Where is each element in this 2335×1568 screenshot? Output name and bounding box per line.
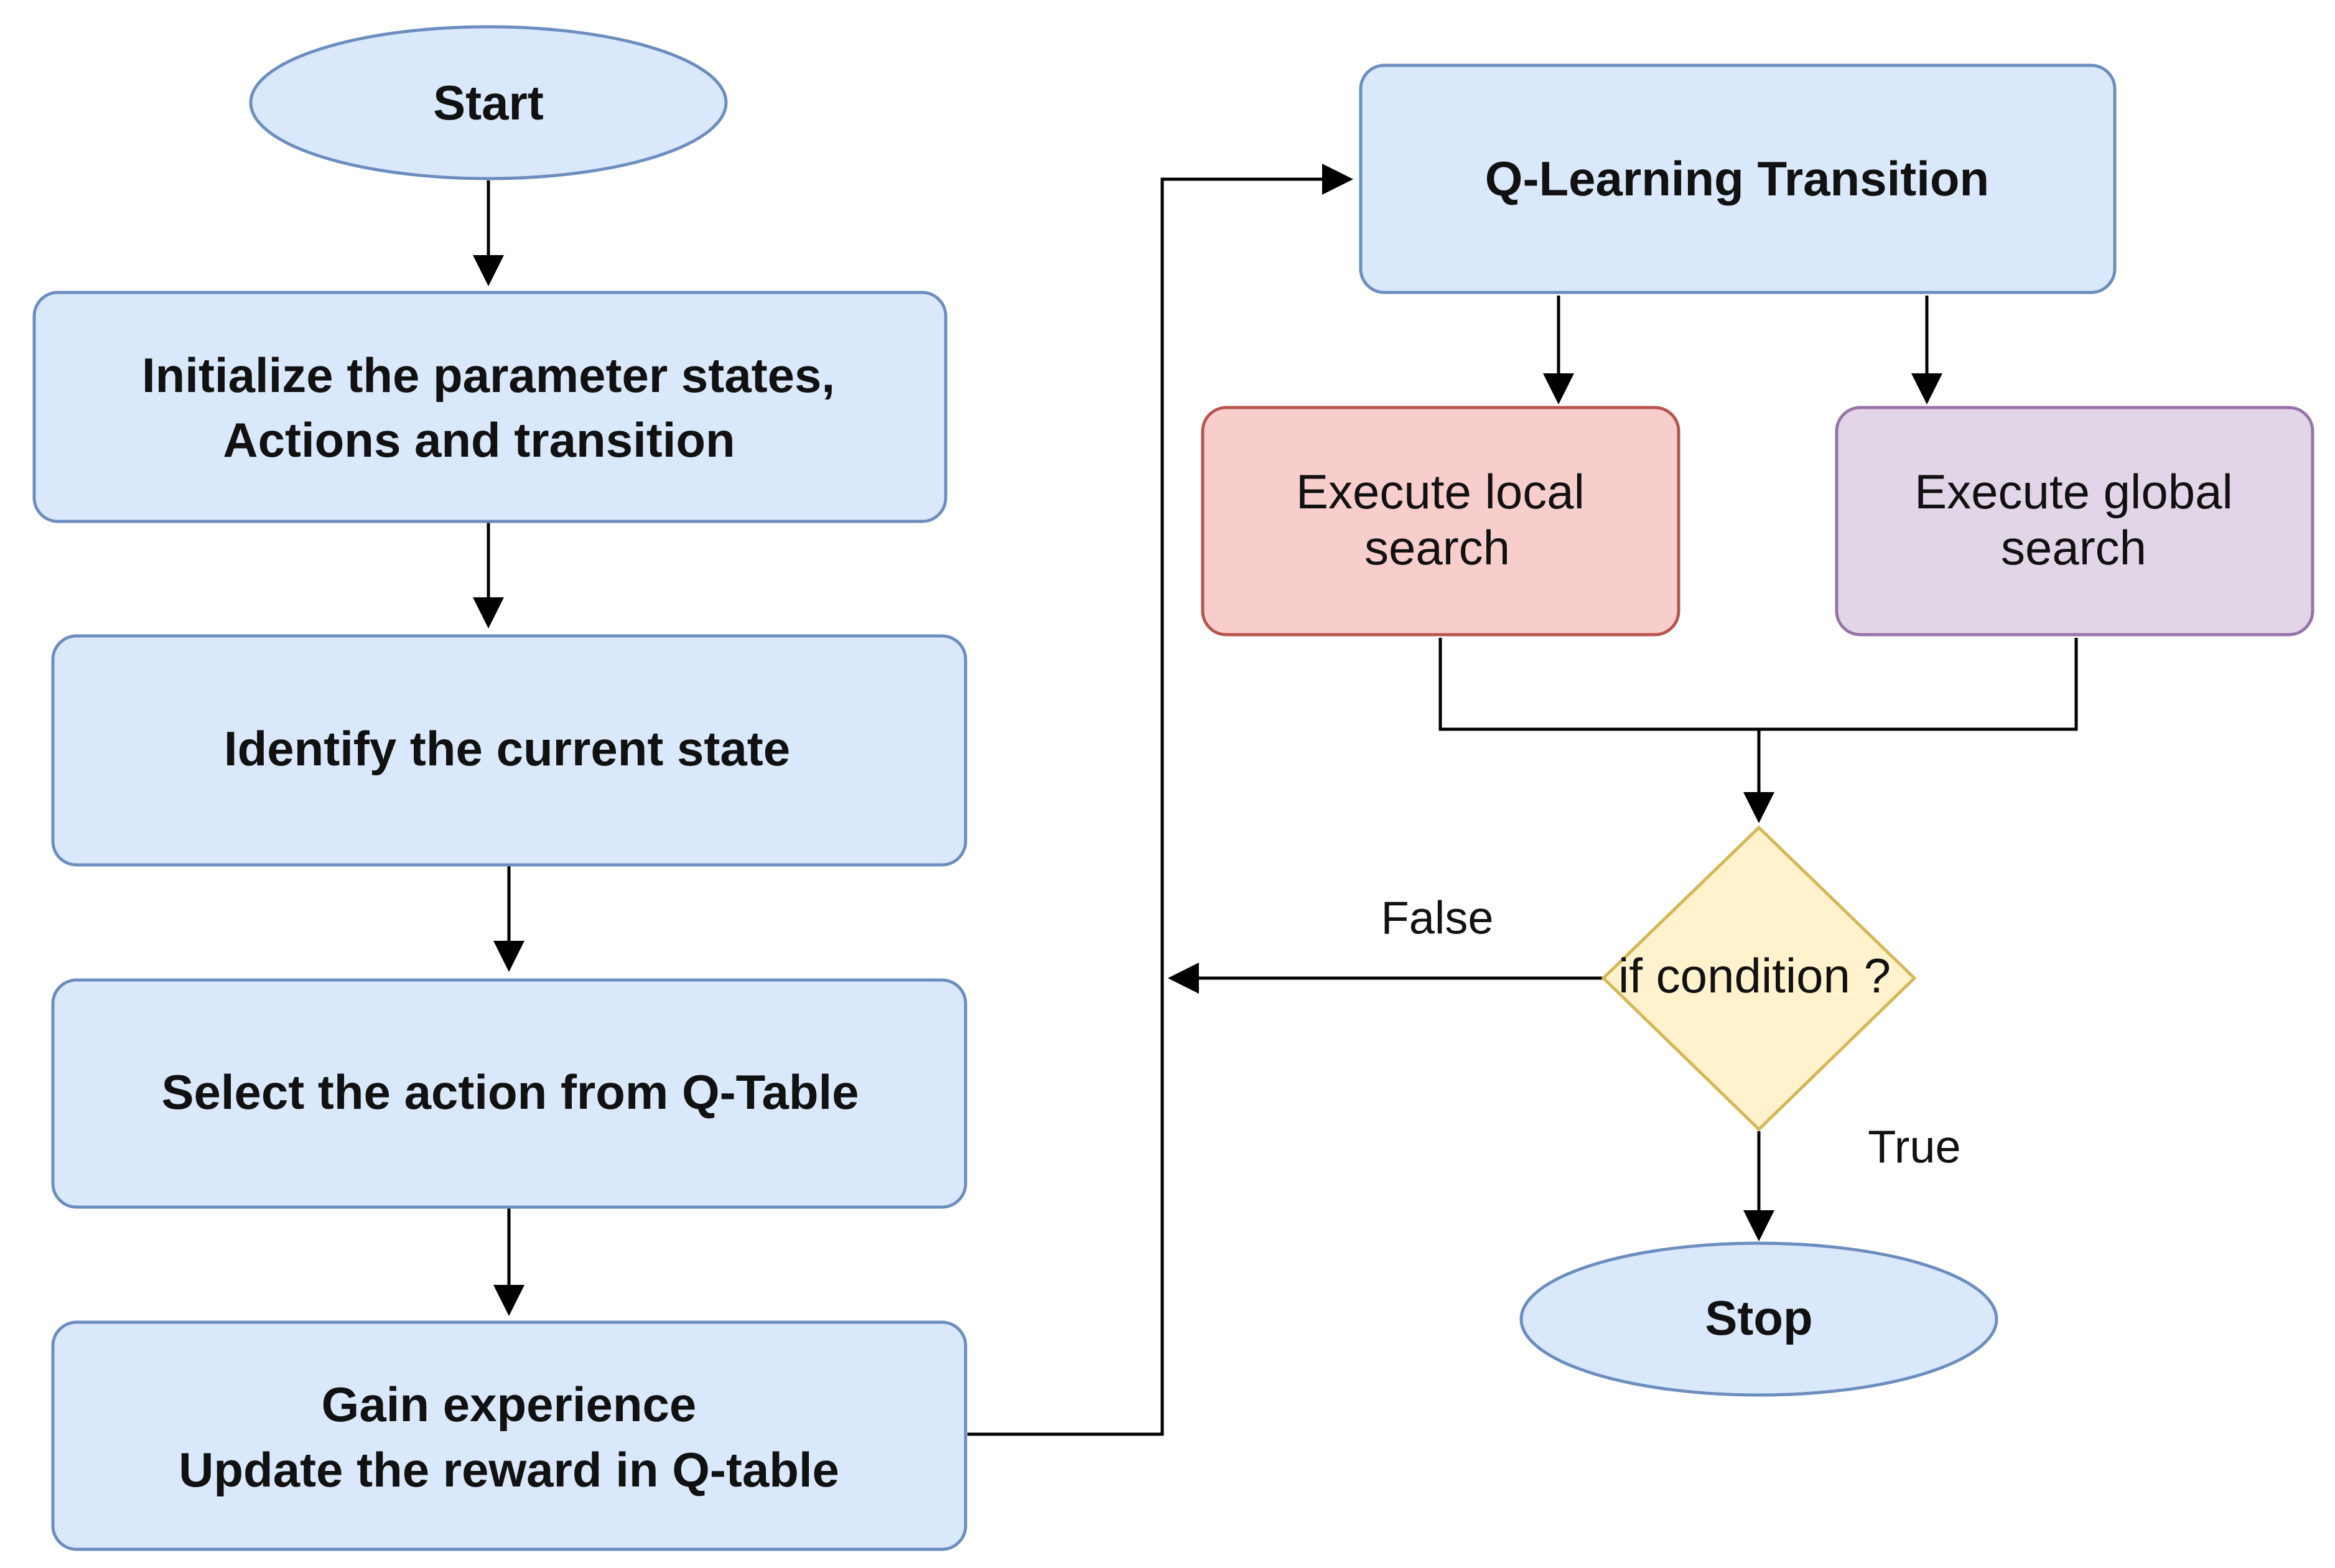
select-node: Select the action from Q-Table bbox=[51, 978, 967, 1209]
false-label: False bbox=[1381, 892, 1494, 944]
edges bbox=[473, 164, 2078, 1436]
identify-node: Identify the current state bbox=[51, 634, 967, 867]
init-label-line2: Actions and transition bbox=[223, 413, 735, 467]
stop-node: Stop bbox=[1519, 1241, 1998, 1397]
edge-local-to-merge bbox=[1438, 638, 1759, 731]
gain-node: Gain experience Update the reward in Q-t… bbox=[51, 1320, 967, 1551]
select-label: Select the action from Q-Table bbox=[161, 1065, 859, 1119]
stop-label: Stop bbox=[1705, 1290, 1812, 1345]
local-label-line2: search bbox=[1364, 520, 1510, 575]
global-label-line1: Execute global bbox=[1914, 464, 2233, 519]
start-node: Start bbox=[249, 25, 728, 180]
init-node: Initialize the parameter states, Actions… bbox=[32, 291, 948, 523]
init-label-line1: Initialize the parameter states, bbox=[142, 348, 835, 403]
qlearning-label: Q-Learning Transition bbox=[1485, 151, 1989, 206]
qlearning-node: Q-Learning Transition bbox=[1359, 63, 2117, 294]
start-label: Start bbox=[433, 75, 544, 130]
identify-label: Identify the current state bbox=[224, 721, 790, 776]
global-search-node: Execute global search bbox=[1835, 406, 2314, 637]
edge-global-to-merge bbox=[1759, 638, 2078, 731]
global-label-line2: search bbox=[2001, 520, 2146, 575]
true-label: True bbox=[1868, 1121, 1960, 1173]
local-label-line1: Execute local bbox=[1296, 464, 1585, 519]
local-search-node: Execute local search bbox=[1201, 406, 1680, 637]
gain-label-line2: Update the reward in Q-table bbox=[179, 1442, 839, 1497]
gain-label-line1: Gain experience bbox=[322, 1377, 697, 1432]
condition-label: if condition ? bbox=[1618, 948, 1891, 1003]
edge-gain-to-qlearning bbox=[967, 164, 1353, 1436]
condition-node: if condition ? bbox=[1601, 825, 1917, 1132]
